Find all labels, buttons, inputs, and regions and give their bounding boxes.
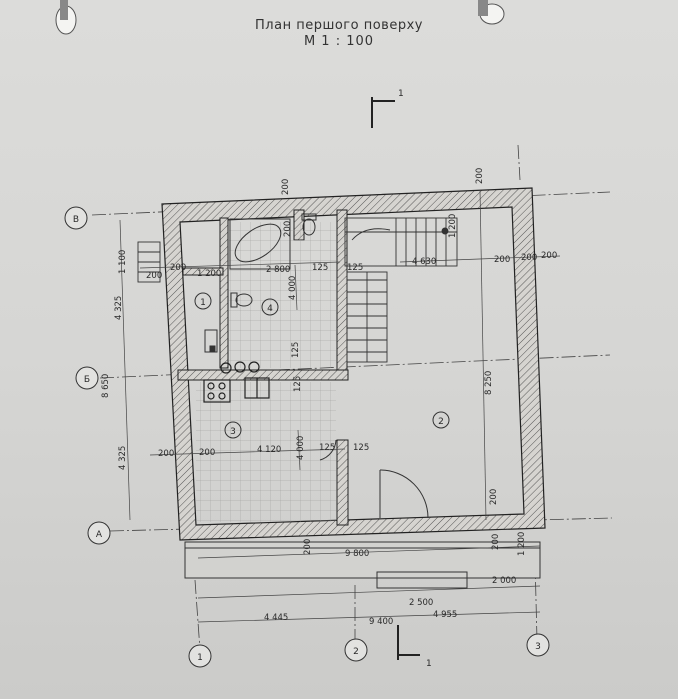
dim-200-d: 200 [521, 253, 537, 263]
room-marker-4: 4 [261, 298, 279, 316]
dim-9400: 9 400 [369, 617, 393, 627]
svg-text:3: 3 [535, 642, 541, 652]
exterior-walls [161, 187, 546, 541]
dim-4445: 4 445 [264, 613, 288, 623]
dim-1200: 1 200 [197, 269, 221, 279]
svg-text:В: В [73, 215, 79, 225]
section-mark-bottom [397, 625, 420, 660]
binder-holes [55, 0, 505, 35]
svg-text:Б: Б [84, 375, 90, 385]
dim-1200-b: 1 200 [517, 532, 527, 556]
door-kitchen [319, 439, 337, 461]
dim-4000-a: 4 000 [288, 276, 298, 300]
section-label-top: 1 [398, 89, 404, 99]
dim-left-8650: 8 650 [101, 374, 111, 398]
exterior-steps [137, 241, 161, 283]
appliance-circles [220, 361, 260, 374]
dim-200-g: 200 [199, 448, 215, 458]
dim-125-e: 125 [319, 443, 335, 453]
dimension-lines [119, 189, 561, 623]
dim-2500: 2 500 [409, 598, 433, 608]
dim-4120: 4 120 [257, 445, 281, 455]
axis-bubble-col-2: 2 [344, 638, 368, 662]
dim-125-c: 125 [291, 342, 301, 358]
dim-200-j: 200 [491, 534, 501, 550]
dim-left-4325-b: 4 325 [118, 446, 128, 470]
axis-bubble-col-1: 1 [188, 644, 212, 668]
dim-125-f: 125 [353, 443, 369, 453]
dimension-texts: 200 200 200 1 200 200 200 1 200 2 800 12… [101, 168, 557, 627]
dim-top-200b: 200 [283, 221, 293, 237]
dim-200-c: 200 [494, 255, 510, 265]
room-marker-1: 1 [194, 292, 212, 310]
room-marker-3: 3 [224, 421, 242, 439]
section-label-bottom: 1 [426, 659, 432, 669]
axis-bubble-row-a: А [87, 521, 111, 545]
dim-top-200c: 200 [475, 168, 485, 184]
dim-125-a: 125 [312, 263, 328, 273]
kitchen-stove [203, 379, 231, 403]
dim-4955: 4 955 [433, 610, 457, 620]
room-marker-2: 2 [432, 411, 450, 429]
dim-stair-1200: 1 200 [448, 214, 458, 238]
dim-200-h: 200 [489, 489, 499, 505]
svg-text:2: 2 [438, 417, 444, 427]
drawing-title: План першого поверху [255, 18, 423, 33]
dim-200-a: 200 [146, 271, 162, 281]
wardrobe-unit [204, 329, 218, 353]
svg-text:А: А [96, 530, 103, 540]
toilet-lower [230, 292, 253, 308]
dim-2800: 2 800 [266, 265, 290, 275]
dim-125-d: 125 [293, 376, 303, 392]
toilet-upper [301, 213, 317, 236]
svg-text:2: 2 [353, 647, 359, 657]
svg-text:1: 1 [197, 653, 203, 663]
axis-bubble-col-3: 3 [526, 633, 550, 657]
axis-bubble-row-b: Б [75, 366, 99, 390]
dim-4630: 4 630 [412, 257, 436, 267]
dim-top-200: 200 [281, 179, 291, 195]
door-entrance [379, 469, 429, 519]
section-mark-top [371, 97, 395, 128]
axis-bubble-row-v: В [64, 206, 88, 230]
dim-9800: 9 800 [345, 549, 369, 559]
staircase [344, 217, 458, 363]
kitchen-sink [244, 377, 270, 399]
dim-200-f: 200 [158, 449, 174, 459]
dim-4000-b: 4 000 [296, 436, 306, 460]
tile-areas [196, 222, 336, 522]
dim-200-b: 200 [170, 263, 186, 273]
dim-200-i: 200 [303, 539, 313, 555]
drawing-scale: М 1 : 100 [303, 34, 375, 49]
svg-text:3: 3 [230, 427, 236, 437]
bathtub [229, 218, 291, 270]
dim-200-e: 200 [541, 251, 557, 261]
dim-125-b: 125 [347, 263, 363, 273]
dim-left-4325-a: 4 325 [114, 296, 124, 320]
dim-8250: 8 250 [484, 371, 494, 395]
svg-text:4: 4 [267, 304, 273, 314]
dim-left-1100: 1 100 [118, 250, 128, 274]
svg-text:1: 1 [200, 298, 206, 308]
dim-2000: 2 000 [492, 576, 516, 586]
